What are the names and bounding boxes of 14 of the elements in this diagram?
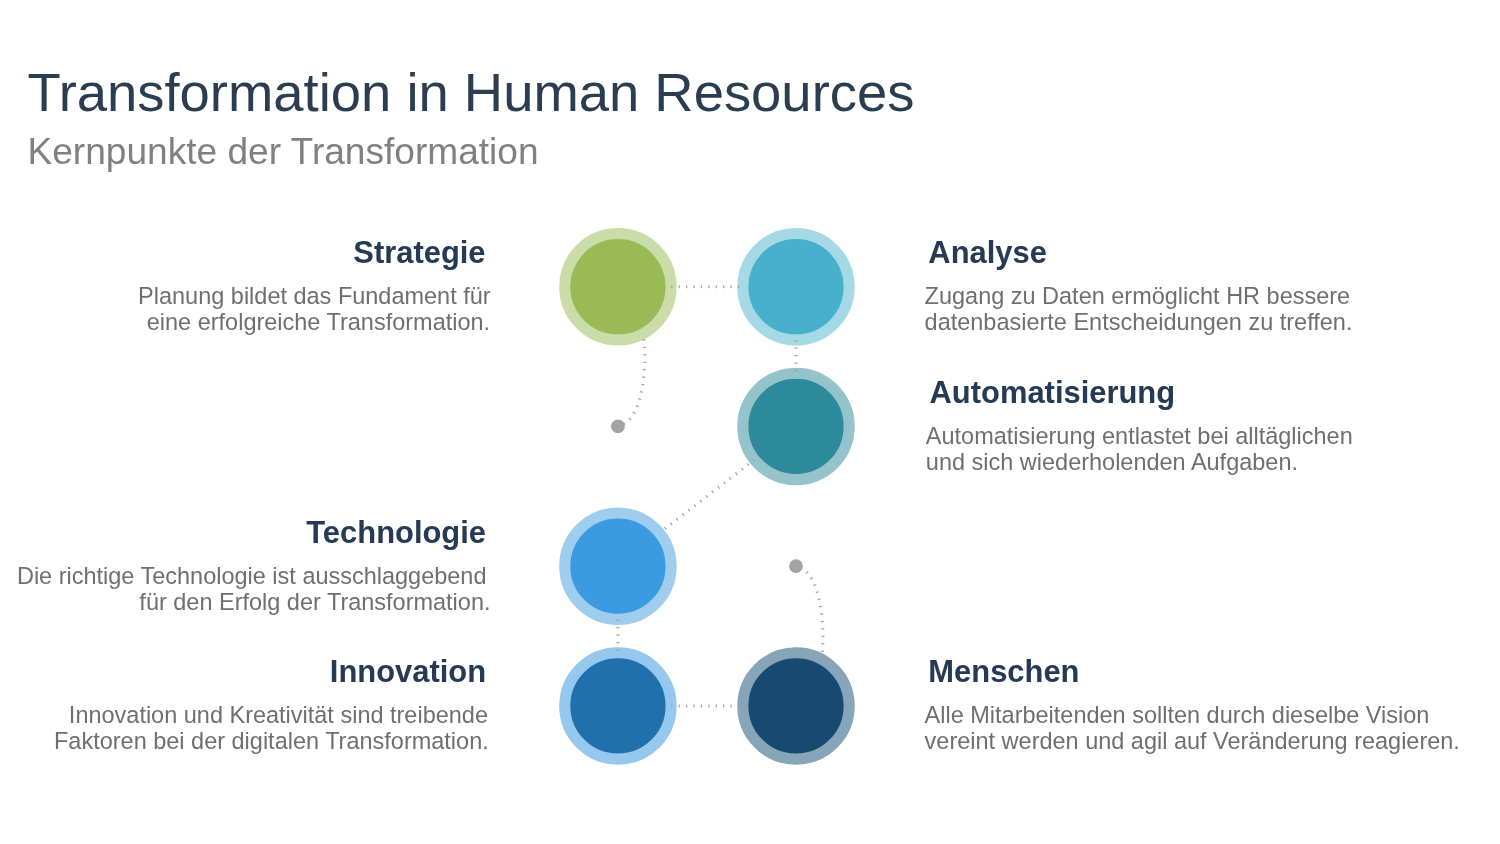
node-label: Innovation und Kreativität sind treibende Faktoren bei der digitalen Transformation. [54,701,489,754]
node-label: Menschen [928,653,1080,689]
node-label: Zugang zu Daten ermöglicht HR bessere datenbasierte Entscheidungen zu treffen. [924,282,1353,335]
node-label: Automatisierung [929,374,1176,410]
caption: Kernpunkte der Transformation [27,129,539,172]
node-label: Alle Mitarbeitenden sollten durch dieselbe Vision vereint werden und agil auf Veränderung reagieren. [924,701,1460,754]
node-label: Die richtige Technologie ist ausschlaggebend für den Erfolg der Transformation. [16,562,491,615]
node-label: Technologie [306,514,487,550]
node-label: Analyse [928,234,1047,270]
node-label: Planung bildet das Fundament für eine erfolgreiche Transformation. [138,282,491,335]
diagram-title: Transformation in Human Resources [27,61,915,123]
node-label: Strategie [353,234,486,270]
node-label: Automatisierung entlastet bei alltäglichen und sich wiederholenden Aufgaben. [925,422,1353,475]
node-label: Innovation [329,653,487,689]
